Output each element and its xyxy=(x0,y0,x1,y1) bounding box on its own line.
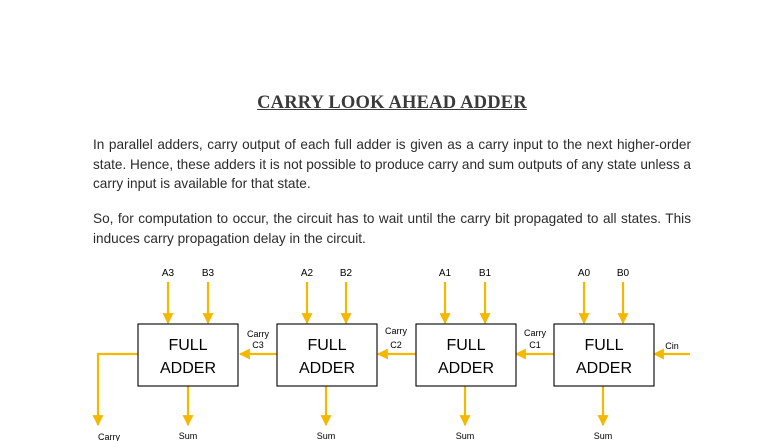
adder-label-line2: ADDER xyxy=(576,360,632,377)
adder-label-line1: FULL xyxy=(168,337,207,354)
input-label: A0 xyxy=(578,268,591,279)
adder-label-line1: FULL xyxy=(307,337,346,354)
carry-sub-label: C3 xyxy=(252,340,264,350)
input-label: A2 xyxy=(301,268,314,279)
sum-label: Sum xyxy=(456,431,475,441)
page-title: CARRY LOOK AHEAD ADDER xyxy=(257,93,527,113)
wire-carry-out xyxy=(92,352,138,427)
input-label: B3 xyxy=(202,268,215,279)
carry-label: Carry xyxy=(524,328,546,338)
full-adder-1: FULL ADDER A1 B1 Sum xyxy=(415,268,517,441)
input-label: B0 xyxy=(617,268,630,279)
adder-label-line2: ADDER xyxy=(160,360,216,377)
carry-out-label: Carry xyxy=(98,432,120,441)
sum-label: Sum xyxy=(317,431,336,441)
adder-label-line1: FULL xyxy=(446,337,485,354)
carry-label: Carry xyxy=(385,326,407,336)
carry-sub-label: C1 xyxy=(529,340,541,350)
carry-in-label: Cin xyxy=(665,341,679,351)
intro-paragraph: In parallel adders, carry output of each… xyxy=(93,137,691,191)
sum-label: Sum xyxy=(594,431,613,441)
wires xyxy=(92,282,690,427)
full-adder-2: FULL ADDER A2 B2 Sum xyxy=(276,268,378,441)
adder-label-line1: FULL xyxy=(584,337,623,354)
input-label: B2 xyxy=(340,268,353,279)
delay-paragraph: So, for computation to occur, the circui… xyxy=(93,211,691,246)
carry-label: Carry xyxy=(247,329,269,339)
adder-label-line2: ADDER xyxy=(299,360,355,377)
input-label: B1 xyxy=(479,268,492,279)
input-label: A3 xyxy=(162,268,175,279)
carry-sub-label: C2 xyxy=(390,340,402,350)
full-adder-0: FULL ADDER A0 B0 Sum xyxy=(553,268,655,441)
sum-label: Sum xyxy=(179,431,198,441)
adder-label-line2: ADDER xyxy=(438,360,494,377)
full-adder-3: FULL ADDER A3 B3 Sum xyxy=(137,268,239,441)
input-label: A1 xyxy=(439,268,452,279)
